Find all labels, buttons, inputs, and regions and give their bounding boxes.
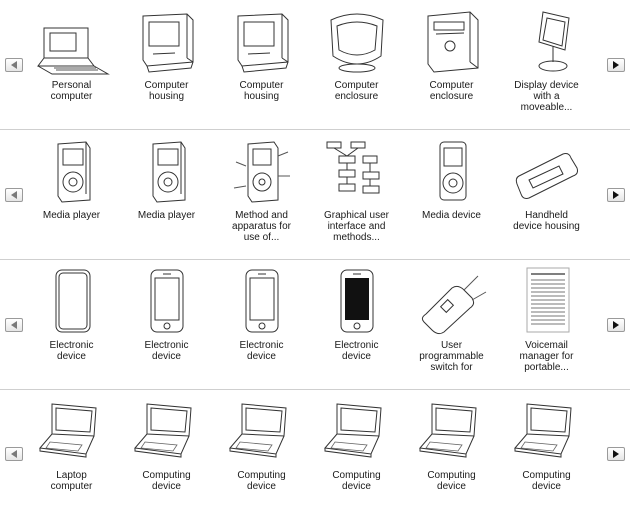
phone-device-icon[interactable] xyxy=(222,266,302,336)
gallery-item[interactable]: Graphical user interface and methods... xyxy=(309,134,404,258)
gallery-item[interactable]: Handheld device housing xyxy=(499,134,594,258)
chevron-right-icon xyxy=(613,320,619,329)
gallery-item[interactable]: Electronic device xyxy=(24,264,119,388)
item-label[interactable]: Computing device xyxy=(427,470,476,492)
item-label[interactable]: Computing device xyxy=(142,470,191,492)
gallery-item[interactable]: Media device xyxy=(404,134,499,258)
gallery-items: Media player Media player Method and appar… xyxy=(24,134,594,258)
gallery-item[interactable]: Computing device xyxy=(404,394,499,518)
gallery-item[interactable]: Media player xyxy=(119,134,214,258)
computer-housing-icon[interactable] xyxy=(222,6,302,76)
item-label[interactable]: Voicemail manager for portable... xyxy=(519,340,574,373)
gallery-items: Electronic device Electronic device Electr… xyxy=(24,264,594,388)
handheld-housing-icon[interactable] xyxy=(507,136,587,206)
laptop-icon[interactable] xyxy=(507,396,587,466)
phone-device-icon[interactable] xyxy=(127,266,207,336)
media-player-icon[interactable] xyxy=(32,136,112,206)
item-label[interactable]: Computer housing xyxy=(239,80,284,102)
chevron-right-icon xyxy=(613,450,619,458)
item-label[interactable]: Computer enclosure xyxy=(334,80,379,102)
item-label[interactable]: Computer housing xyxy=(144,80,189,102)
gallery-item[interactable]: Computing device xyxy=(499,394,594,518)
item-label[interactable]: Computing device xyxy=(237,470,286,492)
item-label[interactable]: Electronic device xyxy=(144,340,189,362)
item-label[interactable]: Personal computer xyxy=(50,80,93,102)
item-label[interactable]: Electronic device xyxy=(239,340,284,362)
gallery-item[interactable]: Electronic device xyxy=(119,264,214,388)
gallery-item[interactable]: Media player xyxy=(24,134,119,258)
computer-tower-icon[interactable] xyxy=(412,6,492,76)
chevron-left-icon xyxy=(11,190,17,199)
item-label[interactable]: Computing device xyxy=(332,470,381,492)
phone-black-screen-icon[interactable] xyxy=(317,266,397,336)
item-label[interactable]: Display device with a moveable... xyxy=(514,80,579,113)
switch-device-icon[interactable] xyxy=(412,266,492,336)
text-document-icon[interactable] xyxy=(507,266,587,336)
gallery-item[interactable]: Electronic device xyxy=(214,264,309,388)
display-device-icon[interactable] xyxy=(507,6,587,76)
chevron-right-icon xyxy=(613,190,619,199)
prev-arrow-button[interactable] xyxy=(5,317,23,332)
media-player-icon[interactable] xyxy=(127,136,207,206)
gallery-item[interactable]: Electronic device xyxy=(309,264,404,388)
laptop-icon[interactable] xyxy=(222,396,302,466)
gallery-row: Media player Media player Method and appar… xyxy=(0,130,630,260)
gallery-item[interactable]: Laptop computer xyxy=(24,394,119,518)
gallery-item[interactable]: User programmable switch for xyxy=(404,264,499,388)
item-label[interactable]: Media device xyxy=(422,210,481,221)
item-label[interactable]: Media player xyxy=(42,210,101,221)
item-label[interactable]: Handheld device housing xyxy=(513,210,580,232)
item-label[interactable]: Graphical user interface and methods... xyxy=(323,210,390,243)
next-arrow-button[interactable] xyxy=(607,447,625,461)
next-arrow-button[interactable] xyxy=(607,317,625,332)
gallery-row: Personal computer Computer housing Compute… xyxy=(0,0,630,130)
gallery-item[interactable]: Computer housing xyxy=(119,4,214,128)
item-label[interactable]: Computer enclosure xyxy=(429,80,474,102)
prev-arrow-button[interactable] xyxy=(5,447,23,461)
next-arrow-button[interactable] xyxy=(607,187,625,202)
gallery-items: Personal computer Computer housing Compute… xyxy=(24,4,594,128)
computer-housing-icon[interactable] xyxy=(127,6,207,76)
gallery-item[interactable]: Personal computer xyxy=(24,4,119,128)
item-label[interactable]: Electronic device xyxy=(49,340,94,362)
personal-computer-icon[interactable] xyxy=(32,6,112,76)
gallery-row: Laptop computer Computing device Computing… xyxy=(0,390,630,518)
gallery-item[interactable]: Voicemail manager for portable... xyxy=(499,264,594,388)
item-label[interactable]: Media player xyxy=(137,210,196,221)
chevron-left-icon xyxy=(11,450,17,458)
gallery-item[interactable]: Computer housing xyxy=(214,4,309,128)
gallery-item[interactable]: Computing device xyxy=(214,394,309,518)
chevron-left-icon xyxy=(11,320,17,329)
gallery-row: Electronic device Electronic device Electr… xyxy=(0,260,630,390)
item-label[interactable]: Method and apparatus for use of... xyxy=(232,210,291,243)
flowchart-icon[interactable] xyxy=(317,136,397,206)
gallery-item[interactable]: Method and apparatus for use of... xyxy=(214,134,309,258)
media-device-icon[interactable] xyxy=(412,136,492,206)
item-label[interactable]: User programmable switch for xyxy=(419,340,484,373)
gallery-items: Laptop computer Computing device Computing… xyxy=(24,394,594,518)
gallery-item[interactable]: Computing device xyxy=(309,394,404,518)
chevron-left-icon xyxy=(11,60,17,69)
gallery-item[interactable]: Computer enclosure xyxy=(404,4,499,128)
gallery-item[interactable]: Computer enclosure xyxy=(309,4,404,128)
laptop-icon[interactable] xyxy=(32,396,112,466)
gallery-item[interactable]: Display device with a moveable... xyxy=(499,4,594,128)
computer-enclosure-icon[interactable] xyxy=(317,6,397,76)
prev-arrow-button[interactable] xyxy=(5,57,23,72)
next-arrow-button[interactable] xyxy=(607,57,625,72)
laptop-icon[interactable] xyxy=(127,396,207,466)
item-label[interactable]: Laptop computer xyxy=(50,470,93,492)
laptop-icon[interactable] xyxy=(317,396,397,466)
electronic-device-icon[interactable] xyxy=(32,266,112,336)
gallery-item[interactable]: Computing device xyxy=(119,394,214,518)
chevron-right-icon xyxy=(613,60,619,69)
media-player-patent-icon[interactable] xyxy=(222,136,302,206)
item-label[interactable]: Electronic device xyxy=(334,340,379,362)
laptop-icon[interactable] xyxy=(412,396,492,466)
item-label[interactable]: Computing device xyxy=(522,470,571,492)
prev-arrow-button[interactable] xyxy=(5,187,23,202)
